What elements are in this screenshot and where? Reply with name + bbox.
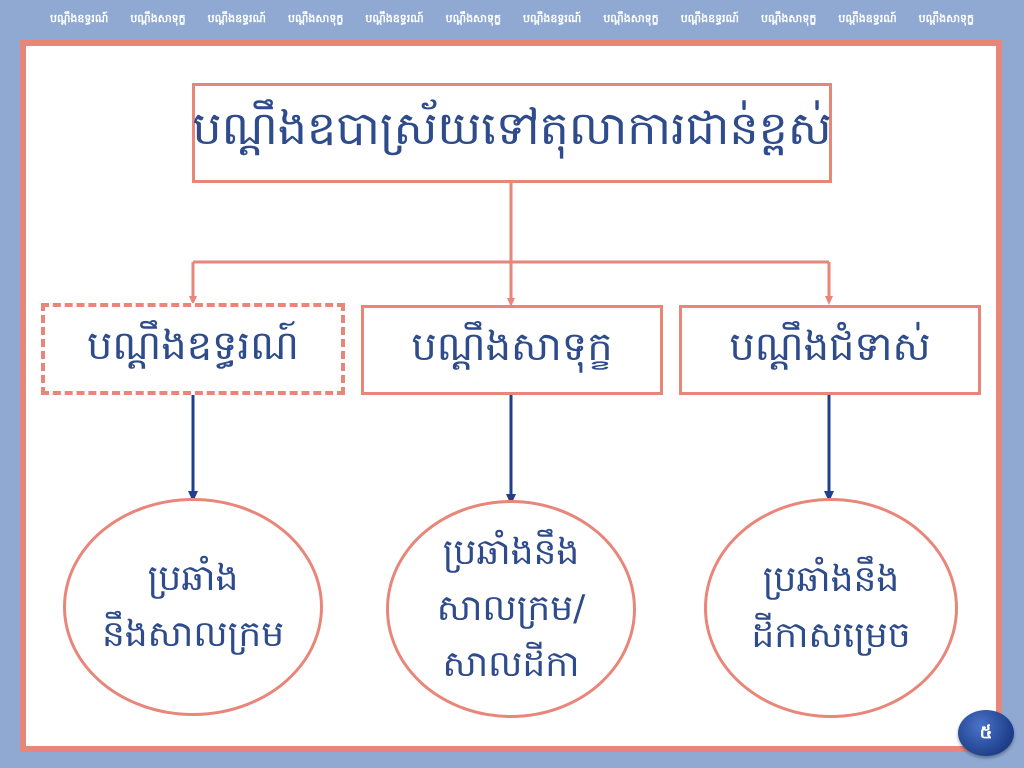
target-node-line: សាលក្រម/ [436, 588, 586, 630]
target-node-line: ដីកាសម្រេច [751, 615, 911, 656]
target-node-line: សាលដីកា [442, 643, 580, 685]
target-node-line: ប្រឆាំងនឹង [762, 559, 900, 601]
target-node-line: នឹងសាលក្រម [101, 614, 285, 655]
header-strip-item: បណ្តឹងសាទុក្ខ [445, 12, 501, 25]
branch-node-appeal: បណ្តឹងឧទ្ធរណ៍ [41, 303, 345, 395]
header-strip: បណ្តឹងឧទ្ធរណ៍ បណ្តឹងសាទុក្ខ បណ្តឹងឧទ្ធរណ… [0, 0, 1024, 40]
branch-node-label: បណ្តឹងជំទាស់ [729, 323, 931, 370]
target-node-opposition: ប្រឆាំងនឹង ដីកាសម្រេច [704, 498, 958, 718]
header-strip-item: បណ្តឹងឧទ្ធរណ៍ [365, 12, 424, 25]
header-strip-item: បណ្តឹងឧទ្ធរណ៍ [680, 12, 739, 25]
header-strip-item: បណ្តឹងឧទ្ធរណ៍ [207, 12, 266, 25]
header-strip-item: បណ្តឹងឧទ្ធរណ៍ [838, 12, 897, 25]
target-node-cassation: ប្រឆាំងនឹង សាលក្រម/ សាលដីកា [386, 500, 636, 718]
branch-node-label: បណ្តឹងសាទុក្ខ [411, 323, 613, 370]
header-strip-item: បណ្តឹងសាទុក្ខ [287, 12, 344, 25]
header-strip-item: បណ្តឹងសាទុក្ខ [761, 12, 817, 25]
page-number: ៥ [979, 721, 993, 743]
page-number-badge[interactable]: ៥ [958, 710, 1014, 756]
header-strip-item: បណ្តឹងសាទុក្ខ [603, 12, 659, 25]
header-strip-item: បណ្តឹងឧទ្ធរណ៍ [523, 12, 582, 25]
target-node-appeal: ប្រឆាំង នឹងសាលក្រម [63, 498, 323, 716]
header-strip-item: បណ្តឹងសាទុក្ខ [130, 12, 186, 25]
header-strip-item: បណ្តឹងសាទុក្ខ [918, 12, 974, 25]
branch-node-cassation: បណ្តឹងសាទុក្ខ [361, 305, 663, 395]
root-node-label: បណ្តឹងឧបាស្រ័យទៅតុលាការជាន់ខ្ពស់ [192, 100, 832, 155]
branch-node-opposition: បណ្តឹងជំទាស់ [679, 305, 981, 395]
header-strip-item: បណ្តឹងឧទ្ធរណ៍ [50, 12, 109, 25]
target-node-line: ប្រឆាំងនឹង [442, 532, 580, 574]
branch-node-label: បណ្តឹងឧទ្ធរណ៍ [87, 322, 299, 369]
root-node: បណ្តឹងឧបាស្រ័យទៅតុលាការជាន់ខ្ពស់ [192, 83, 832, 183]
target-node-line: ប្រឆាំង [147, 558, 239, 600]
